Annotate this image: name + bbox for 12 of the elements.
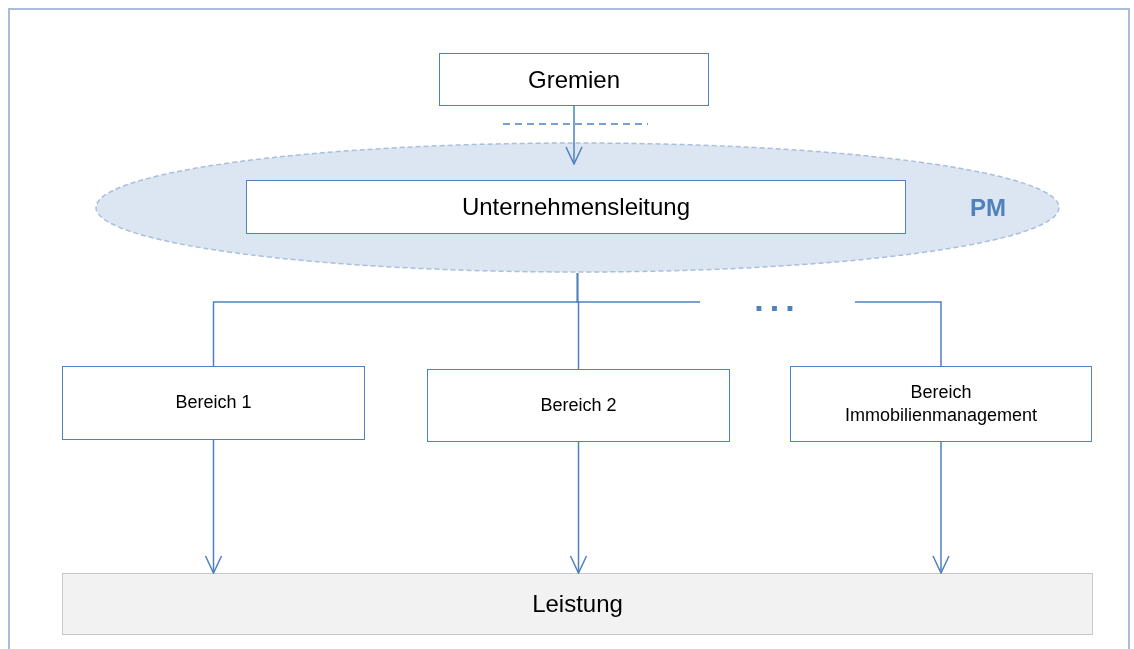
output-band: Leistung — [62, 573, 1093, 635]
org-box: Bereich 2 — [427, 369, 730, 442]
ellipse-label: PM — [970, 194, 1006, 222]
org-box: Unternehmensleitung — [246, 180, 906, 234]
connector — [204, 439, 223, 574]
org-box: Bereich 1 — [62, 366, 365, 440]
org-box: Bereich Immobilienmanagement — [790, 366, 1092, 442]
connector — [569, 441, 588, 574]
ellipse-area — [95, 142, 1060, 273]
org-box: Gremien — [439, 53, 709, 106]
connector — [565, 105, 583, 165]
connector — [932, 441, 950, 574]
